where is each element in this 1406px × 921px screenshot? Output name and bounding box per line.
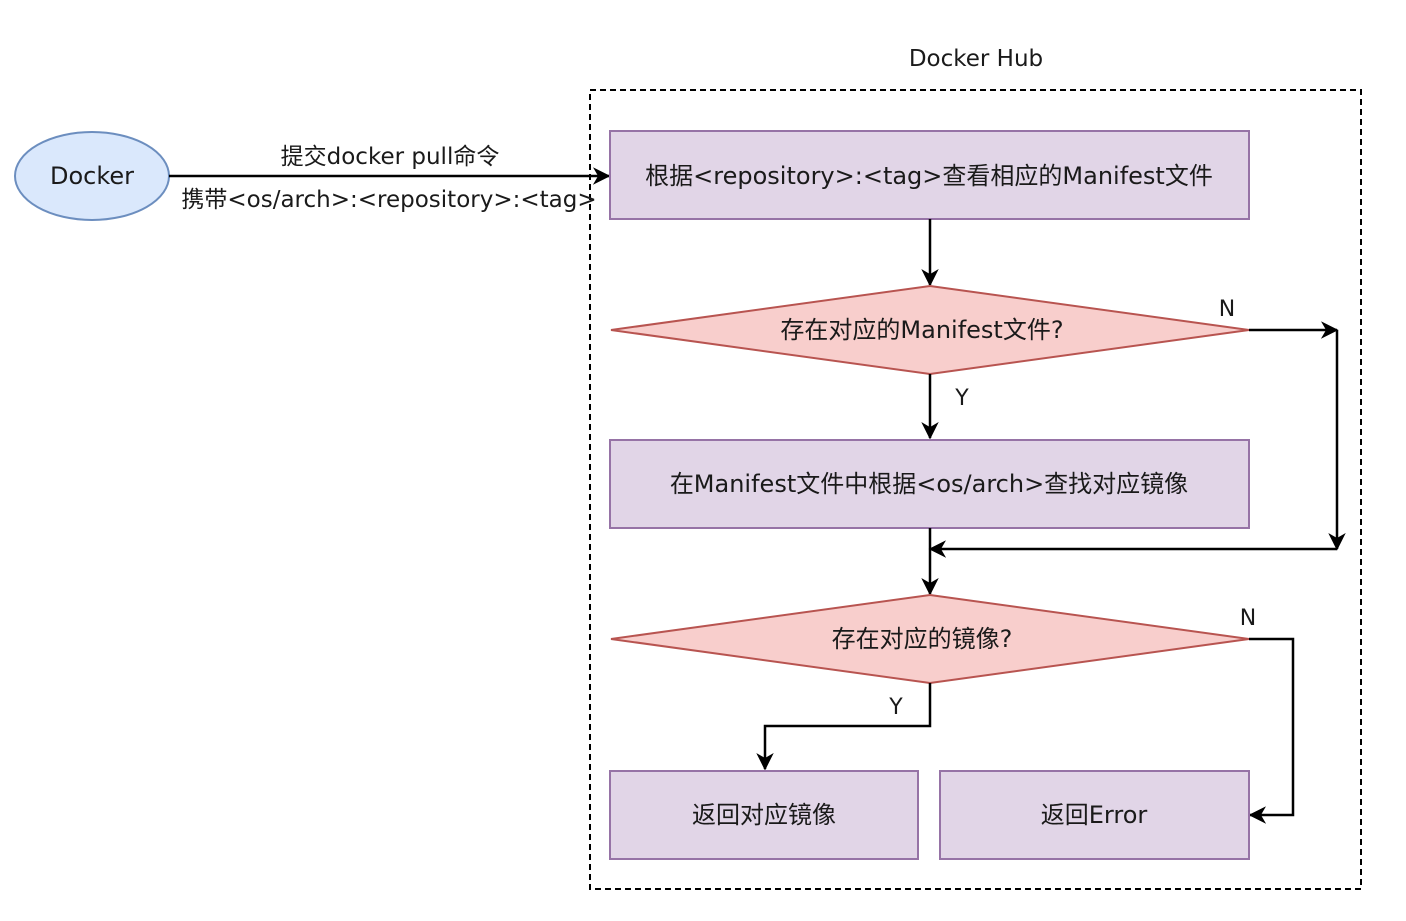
return-error-shape [939, 770, 1250, 860]
manifest-exists-label: 存在对应的Manifest文件? [780, 316, 1063, 344]
manifest-yes-label: Y [954, 386, 969, 411]
image-no-label: N [1240, 606, 1256, 631]
return-error-label: 返回Error [1041, 801, 1148, 829]
docker-node[interactable]: Docker [14, 131, 170, 221]
manifest-no-label: N [1219, 297, 1235, 322]
lookup-manifest-label: 根据<repository>:<tag>查看相应的Manifest文件 [645, 162, 1213, 190]
docker-hub-label: Docker Hub [909, 46, 1043, 72]
docker-hub-container [589, 89, 1362, 890]
return-image-shape [609, 770, 919, 860]
image-yes-label: Y [888, 695, 903, 720]
find-image-node[interactable]: 在Manifest文件中根据<os/arch>查找对应镜像 [609, 439, 1250, 529]
lookup-manifest-node[interactable]: 根据<repository>:<tag>查看相应的Manifest文件 [609, 130, 1250, 220]
lookup-manifest-shape [609, 130, 1250, 220]
return-error-node[interactable]: 返回Error [939, 770, 1250, 860]
image-exists-label: 存在对应的镜像? [832, 625, 1013, 653]
image-exists-node[interactable]: 存在对应的镜像? [610, 593, 1250, 685]
return-image-node[interactable]: 返回对应镜像 [609, 770, 919, 860]
find-image-shape [609, 439, 1250, 529]
edge-request-label-line2: 携带<os/arch>:<repository>:<tag> [181, 187, 596, 213]
edge-image-yes [756, 683, 932, 771]
docker-node-label: Docker [50, 162, 134, 190]
manifest-exists-node[interactable]: 存在对应的Manifest文件? [610, 284, 1250, 376]
return-image-label: 返回对应镜像 [692, 801, 836, 829]
edge-image-no [1248, 637, 1295, 824]
find-image-label: 在Manifest文件中根据<os/arch>查找对应镜像 [670, 470, 1188, 498]
edge-request-label-line1: 提交docker pull命令 [281, 144, 500, 170]
